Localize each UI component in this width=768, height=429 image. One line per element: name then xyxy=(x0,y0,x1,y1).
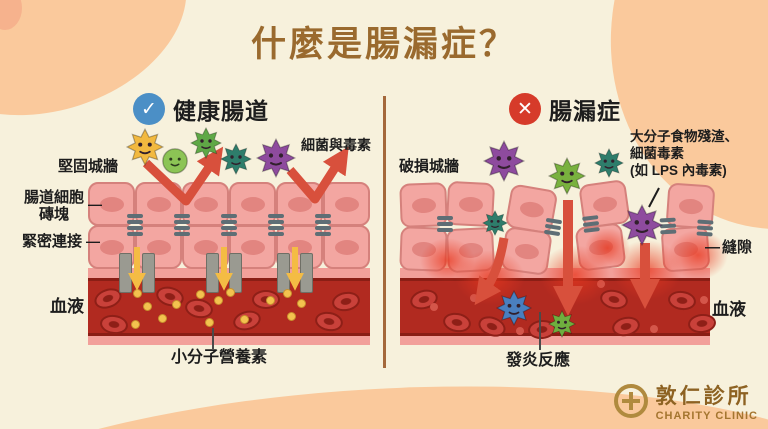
panel-divider xyxy=(383,96,386,368)
check-circle-icon: ✓ xyxy=(133,93,165,125)
label-strong-wall: 堅固城牆 xyxy=(58,158,119,175)
blood-dot xyxy=(700,296,708,304)
x-circle-icon: ✕ xyxy=(509,93,541,125)
sun-microbe-icon xyxy=(126,128,164,166)
nutrient-dot xyxy=(205,318,214,327)
label-blood-left: 血液 xyxy=(50,297,84,316)
purple-virus-icon xyxy=(483,140,525,182)
label-damaged-wall: 破損城牆 xyxy=(399,158,460,175)
teal-virus-icon xyxy=(220,143,252,175)
tight-junction-icon xyxy=(268,214,284,236)
leaky-gut-title: 腸漏症 xyxy=(549,98,621,124)
intestinal-cell xyxy=(88,182,135,226)
tight-junction-dash: — xyxy=(86,233,100,249)
green-smiley-microbe-icon xyxy=(160,146,190,176)
tight-junction-icon xyxy=(221,214,237,236)
broken-junction-icon xyxy=(543,217,563,237)
broken-junction-icon xyxy=(696,219,714,237)
nutrient-channel-icon xyxy=(277,253,313,293)
clinic-logo: 敦仁診所 CHARITY CLINIC xyxy=(613,380,758,422)
tight-junction-icon xyxy=(315,214,331,236)
clinic-name-zh: 敦仁診所 xyxy=(655,384,752,408)
healthy-gut-title: 健康腸道 xyxy=(173,98,269,124)
label-bacteria-toxins: 細菌與毒素 xyxy=(301,137,371,153)
teal-virus-icon xyxy=(482,210,508,236)
green-virus-in-blood-icon xyxy=(548,310,576,338)
blood-dot xyxy=(650,325,658,333)
blue-virus-in-blood-icon xyxy=(496,290,532,326)
page-title: 什麼是腸漏症？ xyxy=(250,25,517,64)
nutrient-dot xyxy=(131,320,140,329)
nutrient-dot xyxy=(297,299,306,308)
corner-sliver-top-left xyxy=(0,0,22,30)
gap-dash: — xyxy=(705,239,720,256)
blood-dot xyxy=(516,327,524,335)
blood-dot xyxy=(430,303,438,311)
nutrient-dot xyxy=(240,315,249,324)
nutrient-channel-icon xyxy=(206,253,242,293)
nutrient-dot xyxy=(133,289,142,298)
nutrient-dot xyxy=(172,300,181,309)
broken-junction-icon xyxy=(437,216,453,232)
inflammation-glow xyxy=(668,230,728,280)
label-inflammation: 發炎反應 xyxy=(506,352,571,369)
green-virus-icon xyxy=(548,157,586,195)
broken-junction-icon xyxy=(582,215,600,233)
teal-virus-icon xyxy=(594,148,624,178)
cell-brick-dash: — xyxy=(88,196,102,212)
healthy-gut-header: ✓ 健康腸道 xyxy=(133,92,269,126)
label-cell-brick-line2: 磚塊 xyxy=(38,206,69,224)
tight-junction-icon xyxy=(127,214,143,236)
label-macro-line3: (如 LPS 內毒素) xyxy=(630,162,727,178)
label-gap: 縫隙 xyxy=(722,239,753,256)
clinic-name-en: CHARITY CLINIC xyxy=(655,410,758,422)
green-virus-icon xyxy=(190,127,222,159)
label-cell-brick: 腸道細胞 磚塊 xyxy=(20,189,88,224)
nutrient-dot xyxy=(158,314,167,323)
charity-clinic-logo-icon xyxy=(613,384,648,418)
nutrient-channel-icon xyxy=(119,253,155,293)
purple-virus-icon xyxy=(256,138,296,178)
nutrient-dot xyxy=(226,288,235,297)
label-macro-line1: 大分子食物殘渣、 xyxy=(630,129,738,144)
tight-junction-icon xyxy=(174,214,190,236)
label-nutrients: 小分子營養素 xyxy=(171,349,268,366)
label-cell-brick-line1: 腸道細胞 xyxy=(23,189,84,206)
nutrient-dot xyxy=(266,296,275,305)
label-macro-line2: 細菌毒素 xyxy=(630,145,684,161)
label-macromolecules: 大分子食物殘渣、 細菌毒素 (如 LPS 內毒素) xyxy=(630,129,738,180)
nutrient-dot xyxy=(196,290,205,299)
inflammation-glow xyxy=(585,228,630,268)
label-blood-right: 血液 xyxy=(712,300,746,319)
purple-virus-icon xyxy=(621,204,663,246)
nutrient-dot xyxy=(214,296,223,305)
nutrient-dot xyxy=(283,289,292,298)
nutrient-dot xyxy=(143,302,152,311)
label-tight-junction: 緊密連接 xyxy=(22,233,83,250)
nutrient-dot xyxy=(287,312,296,321)
leaky-gut-header: ✕ 腸漏症 xyxy=(509,92,621,126)
